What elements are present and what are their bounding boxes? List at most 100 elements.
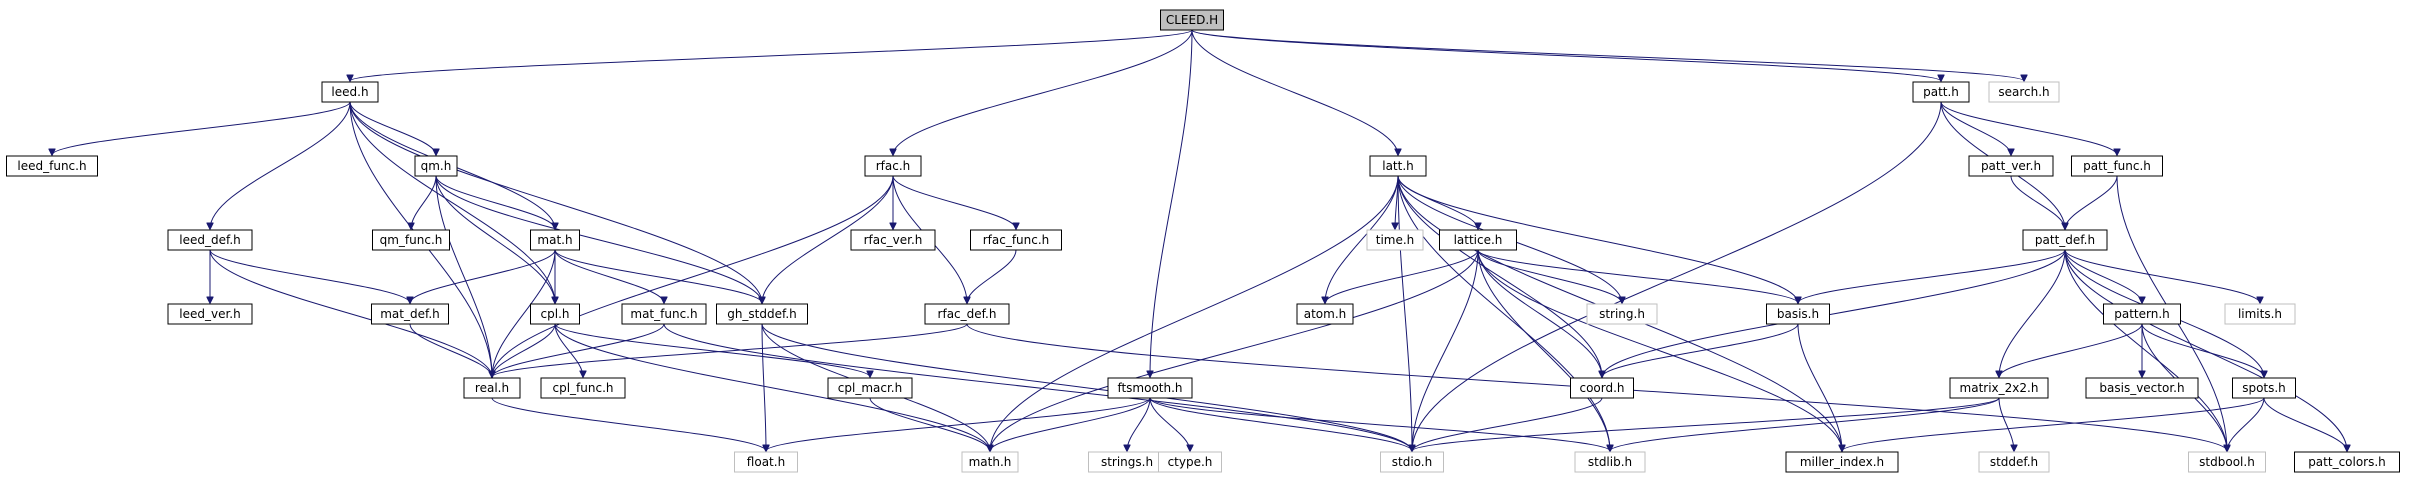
node-box bbox=[1369, 155, 1427, 177]
node-patt-h[interactable]: patt.h bbox=[1912, 81, 1970, 103]
node-miller-index-h[interactable]: miller_index.h bbox=[1785, 451, 1899, 473]
node-search-h: search.h bbox=[1988, 81, 2060, 103]
node-box bbox=[1949, 377, 2049, 399]
node-leed-ver-h[interactable]: leed_ver.h bbox=[167, 303, 253, 325]
node-lattice-h[interactable]: lattice.h bbox=[1439, 229, 1517, 251]
node-cpl-h[interactable]: cpl.h bbox=[530, 303, 580, 325]
node-latt-h[interactable]: latt.h bbox=[1369, 155, 1427, 177]
edge-cpl_h-to-cpl_macr_h bbox=[554, 323, 870, 377]
edge-qm_h-to-gh_stddef_h bbox=[435, 175, 762, 303]
node-gh-stddef-h[interactable]: gh_stddef.h bbox=[716, 303, 808, 325]
edge-spots_h-to-patt_colors_h bbox=[2263, 397, 2347, 451]
node-box bbox=[970, 229, 1062, 251]
edge-pattern_h-to-spots_h bbox=[2141, 323, 2264, 377]
edge-mat_def_h-to-real_h bbox=[409, 323, 492, 377]
node-label: patt_def.h bbox=[2035, 233, 2095, 247]
node-patt-colors-h[interactable]: patt_colors.h bbox=[2294, 451, 2400, 473]
edge-cleed_h-to-patt_h bbox=[1191, 29, 1941, 81]
edge-latt_h-to-basis_h bbox=[1397, 175, 1798, 303]
edge-mat_h-to-gh_stddef_h bbox=[554, 249, 762, 303]
edge-rfac_h-to-gh_stddef_h bbox=[762, 175, 894, 303]
edge-latt_h-to-stdio_h bbox=[1397, 175, 1412, 451]
node-patt-def-h[interactable]: patt_def.h bbox=[2022, 229, 2108, 251]
node-mat-func-h[interactable]: mat_func.h bbox=[621, 303, 707, 325]
node-leed-func-h[interactable]: leed_func.h bbox=[6, 155, 98, 177]
node-mat-def-h[interactable]: mat_def.h bbox=[371, 303, 449, 325]
edge-cpl_macr_h-to-math_h bbox=[869, 397, 990, 451]
node-label: matrix_2x2.h bbox=[1960, 381, 2039, 395]
node-label: spots.h bbox=[2242, 381, 2286, 395]
node-ftsmooth-h[interactable]: ftsmooth.h bbox=[1107, 377, 1193, 399]
node-math-h: math.h bbox=[961, 451, 1019, 473]
node-basis-vector-h[interactable]: basis_vector.h bbox=[2085, 377, 2199, 399]
node-spots-h[interactable]: spots.h bbox=[2232, 377, 2296, 399]
node-box bbox=[2232, 377, 2296, 399]
node-box bbox=[1785, 451, 1899, 473]
node-patt-func-h[interactable]: patt_func.h bbox=[2071, 155, 2163, 177]
node-qm-func-h[interactable]: qm_func.h bbox=[372, 229, 450, 251]
edge-mat_h-to-real_h bbox=[492, 249, 556, 377]
edge-patt_def_h-to-basis_h bbox=[1798, 249, 2066, 303]
node-label: stdlib.h bbox=[1588, 455, 1632, 469]
node-label: float.h bbox=[747, 455, 785, 469]
edge-spots_h-to-stdbool_h bbox=[2227, 397, 2265, 451]
edge-ftsmooth_h-to-strings_h bbox=[1127, 397, 1151, 451]
node-box bbox=[1296, 303, 1354, 325]
node-label: math.h bbox=[969, 455, 1012, 469]
node-cpl-func-h[interactable]: cpl_func.h bbox=[540, 377, 626, 399]
edge-rfac_h-to-rfac_func_h bbox=[892, 175, 1016, 229]
edge-gh_stddef_h-to-stdio_h bbox=[761, 323, 1412, 451]
node-box bbox=[540, 377, 626, 399]
node-box bbox=[1570, 377, 1634, 399]
node-rfac-h[interactable]: rfac.h bbox=[864, 155, 922, 177]
node-box bbox=[2022, 229, 2108, 251]
node-float-h: float.h bbox=[734, 451, 798, 473]
node-cleed-h[interactable]: CLEED.H bbox=[1160, 9, 1224, 31]
node-label: basis_vector.h bbox=[2099, 381, 2184, 395]
node-leed-h[interactable]: leed.h bbox=[321, 81, 379, 103]
node-box bbox=[621, 303, 707, 325]
node-patt-ver-h[interactable]: patt_ver.h bbox=[1968, 155, 2054, 177]
node-mat-h[interactable]: mat.h bbox=[530, 229, 580, 251]
node-box bbox=[530, 303, 580, 325]
edge-latt_h-to-stdlib_h bbox=[1397, 175, 1610, 451]
node-box bbox=[372, 229, 450, 251]
node-label: rfac.h bbox=[876, 159, 911, 173]
node-label: search.h bbox=[1998, 85, 2049, 99]
node-box bbox=[463, 377, 521, 399]
node-cpl-macr-h[interactable]: cpl_macr.h bbox=[827, 377, 913, 399]
node-rfac-def-h[interactable]: rfac_def.h bbox=[924, 303, 1010, 325]
node-label: coord.h bbox=[1579, 381, 1624, 395]
node-box bbox=[167, 229, 253, 251]
node-coord-h[interactable]: coord.h bbox=[1570, 377, 1634, 399]
edge-qm_h-to-mat_h bbox=[435, 175, 555, 229]
node-label: mat_def.h bbox=[380, 307, 440, 321]
node-box bbox=[6, 155, 98, 177]
node-label: strings.h bbox=[1101, 455, 1153, 469]
node-matrix-2x2-h[interactable]: matrix_2x2.h bbox=[1949, 377, 2049, 399]
edge-gh_stddef_h-to-float_h bbox=[761, 323, 766, 451]
node-qm-h[interactable]: qm.h bbox=[414, 155, 458, 177]
node-label: ftsmooth.h bbox=[1117, 381, 1182, 395]
node-rfac-ver-h[interactable]: rfac_ver.h bbox=[850, 229, 936, 251]
node-rfac-func-h[interactable]: rfac_func.h bbox=[970, 229, 1062, 251]
edge-patt_def_h-to-limits_h bbox=[2064, 249, 2260, 303]
edge-leed_h-to-qm_h bbox=[349, 101, 436, 155]
edge-mat_func_h-to-real_h bbox=[492, 323, 665, 377]
node-pattern-h[interactable]: pattern.h bbox=[2103, 303, 2181, 325]
node-leed-def-h[interactable]: leed_def.h bbox=[167, 229, 253, 251]
node-box bbox=[1574, 451, 1646, 473]
node-basis-h[interactable]: basis.h bbox=[1766, 303, 1830, 325]
node-box bbox=[530, 229, 580, 251]
node-label: ctype.h bbox=[1168, 455, 1213, 469]
edge-lattice_h-to-math_h bbox=[990, 249, 1479, 451]
node-box bbox=[1107, 377, 1193, 399]
edge-qm_h-to-real_h bbox=[435, 175, 492, 377]
node-box bbox=[2188, 451, 2266, 473]
node-atom-h[interactable]: atom.h bbox=[1296, 303, 1354, 325]
node-real-h[interactable]: real.h bbox=[463, 377, 521, 399]
node-label: mat.h bbox=[537, 233, 572, 247]
edge-ftsmooth_h-to-float_h bbox=[766, 397, 1151, 451]
edge-leed_h-to-gh_stddef_h bbox=[349, 101, 762, 303]
